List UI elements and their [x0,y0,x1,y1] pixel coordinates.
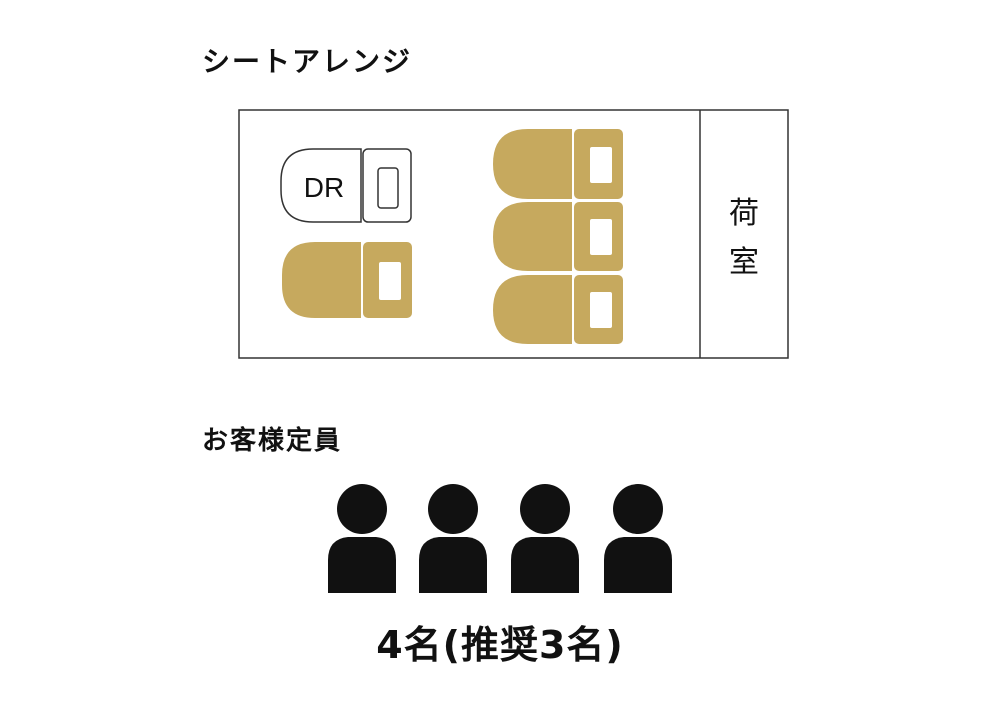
person-icon [511,484,579,593]
luggage-label: 荷 [729,196,759,231]
rear-seat-2 [493,202,623,271]
capacity-title: お客様定員 [202,426,343,456]
rear-seat-1 [493,129,623,199]
driver-label: DR [304,172,344,203]
passenger-seat-front [282,242,412,318]
person-icon [604,484,672,593]
person-icons [328,484,672,593]
rear-seat-3 [493,275,623,344]
capacity-text: 4名(推奨3名) [376,623,624,667]
driver-seat: DR [280,148,412,223]
seat-arrange-title: シートアレンジ [202,45,413,78]
person-icon [328,484,396,593]
person-icon [419,484,487,593]
luggage-label-2: 室 [729,245,759,280]
